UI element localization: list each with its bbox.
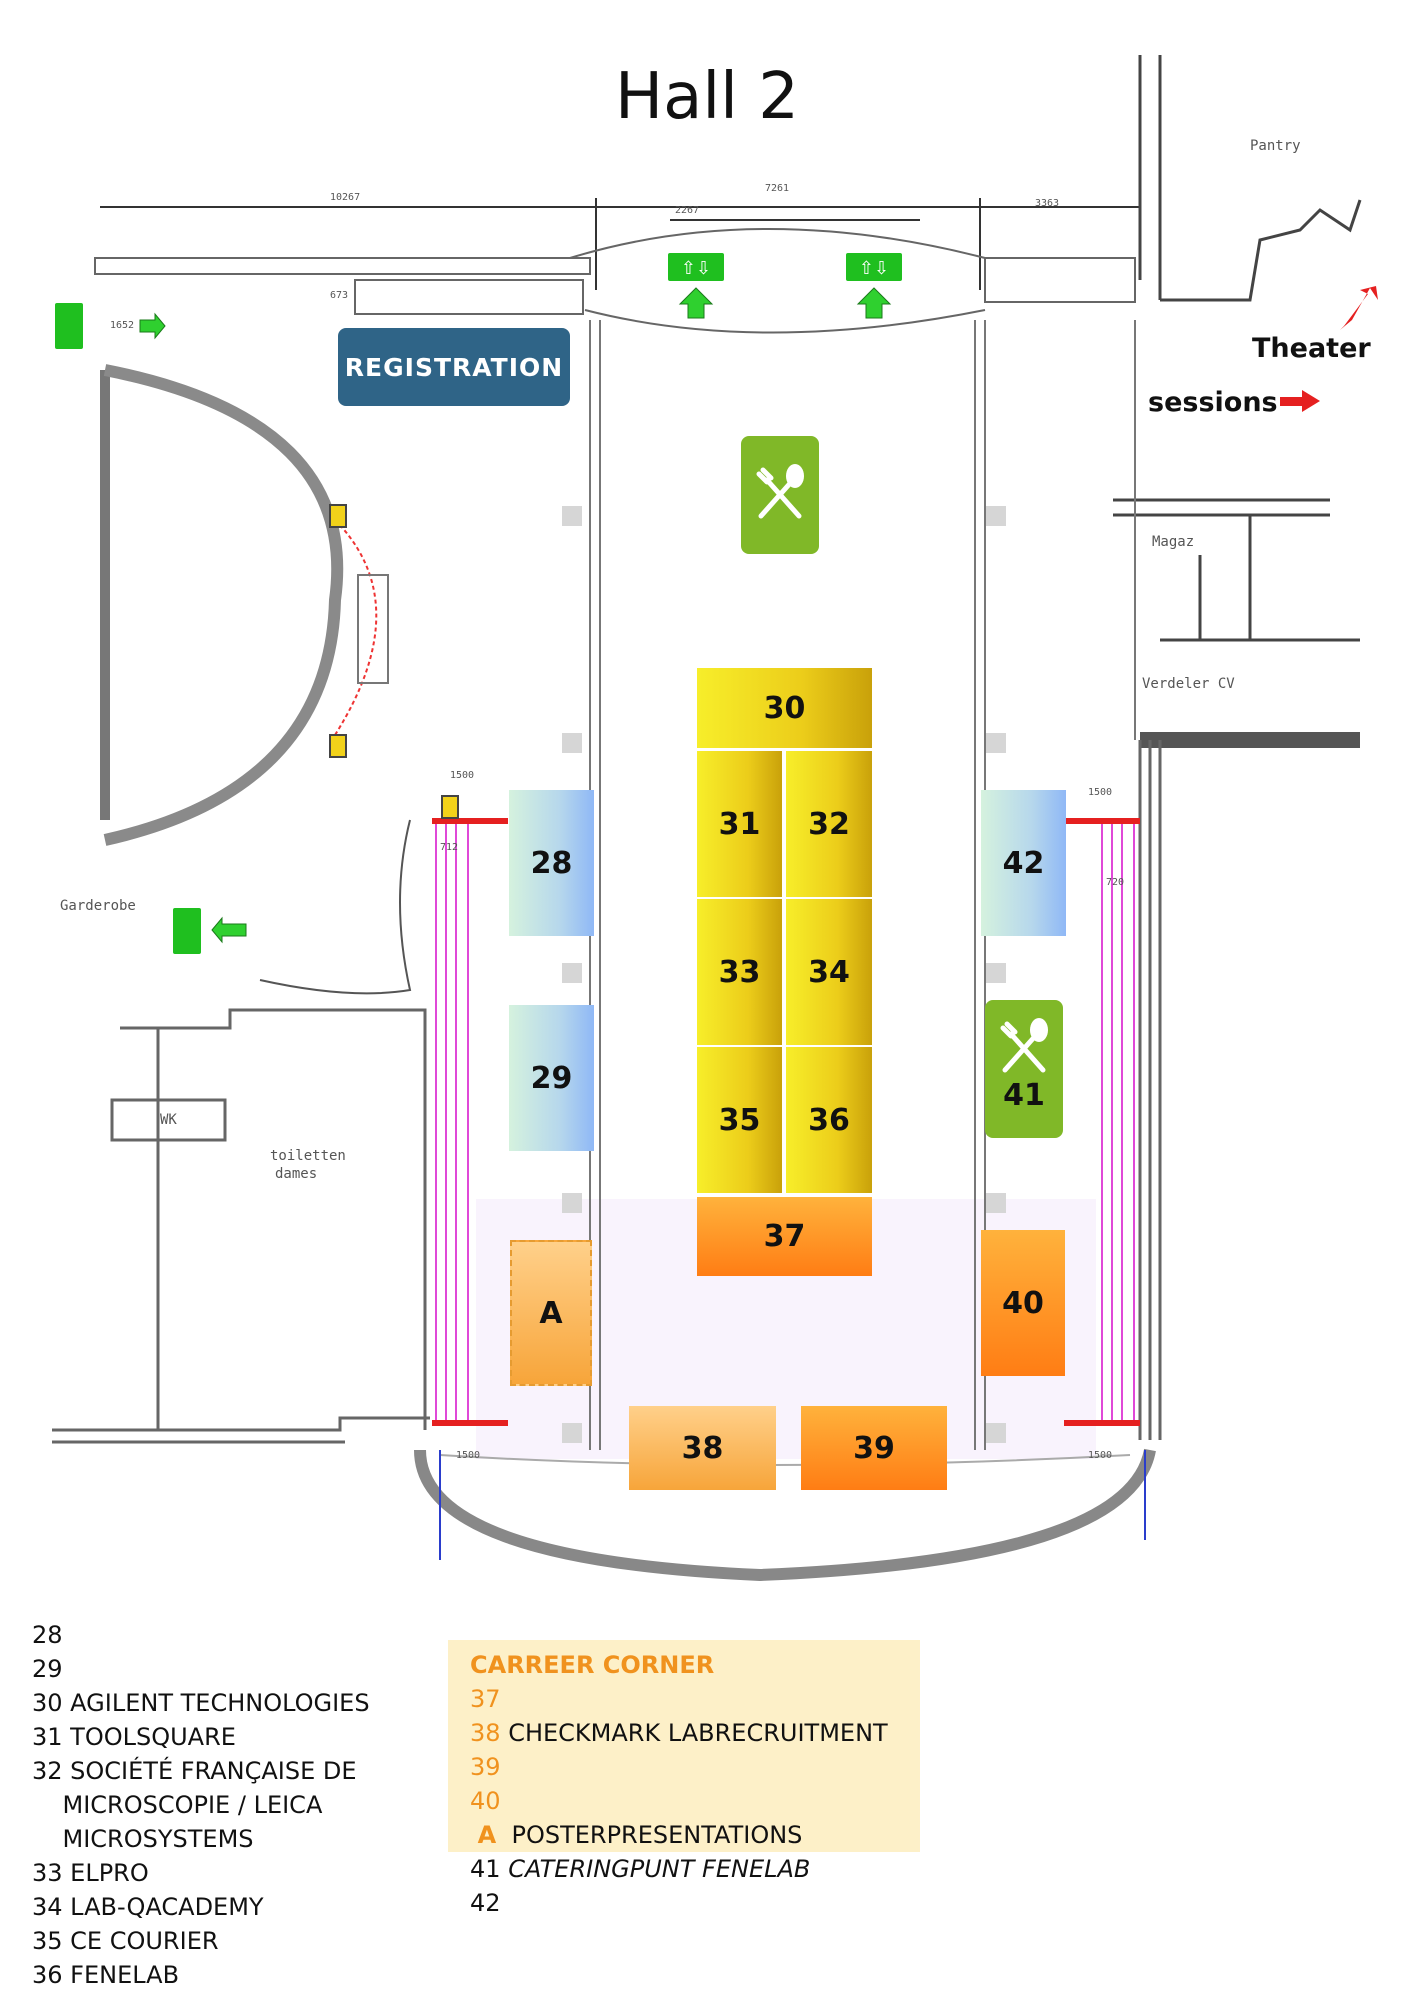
booth-29[interactable]: 29 xyxy=(509,1005,594,1151)
legend-num: 38 xyxy=(470,1719,501,1747)
exit-signs: ⇧⇩ ⇧⇩ xyxy=(55,253,902,954)
career-corner-box xyxy=(448,1640,920,1852)
wall-right xyxy=(1140,732,1360,748)
booth-31[interactable]: 31 xyxy=(697,751,782,897)
booth-32[interactable]: 32 xyxy=(786,751,872,897)
booth-40[interactable]: 40 xyxy=(981,1230,1065,1376)
catering-sign xyxy=(741,436,819,554)
legend-num: A xyxy=(477,1821,497,1849)
dim-left-side: 1652 xyxy=(110,320,135,331)
fork-spoon-icon xyxy=(1000,1018,1048,1073)
legend-item: 29 xyxy=(32,1655,63,1683)
page-title: Hall 2 xyxy=(615,60,799,134)
legend-item: 39 xyxy=(470,1750,888,1784)
legend-item: 37 xyxy=(470,1682,888,1716)
room-label-verdeler: Verdeler CV xyxy=(1142,676,1235,692)
dim-1500-a: 1500 xyxy=(450,770,475,781)
dim-1500-d: 1500 xyxy=(1088,1450,1113,1461)
legend-text: CATERINGPUNT FENELAB xyxy=(508,1855,811,1883)
svg-text:⇧⇩: ⇧⇩ xyxy=(859,258,889,279)
dim-top-inner: 2267 xyxy=(675,205,700,216)
dim-left-small: 673 xyxy=(330,290,349,301)
legend-num: 41 xyxy=(470,1855,501,1883)
booth-a[interactable]: A xyxy=(510,1240,592,1386)
booth-42[interactable]: 42 xyxy=(981,790,1066,936)
legend-item: 41 CATERINGPUNT FENELAB xyxy=(470,1852,888,1886)
legend-item: 40 xyxy=(470,1784,888,1818)
booth-41-label: 41 xyxy=(1003,1078,1045,1113)
room-label-pantry: Pantry xyxy=(1250,138,1301,154)
legend-item: 31 TOOLSQUARE xyxy=(32,1723,236,1751)
room-label-garderobe: Garderobe xyxy=(60,898,136,914)
legend-item: MICROSYSTEMS xyxy=(32,1825,254,1853)
booth-34[interactable]: 34 xyxy=(786,899,872,1045)
room-label-dames: dames xyxy=(275,1166,318,1182)
career-heading: CARREER CORNER xyxy=(470,1651,715,1679)
legend-item: 42 xyxy=(470,1886,888,1920)
dim-top-mid: 7261 xyxy=(765,183,790,194)
room-label-magazijn: Magaz xyxy=(1152,534,1195,550)
legend-item: 33 ELPRO xyxy=(32,1859,149,1887)
dim-712-b: 720 xyxy=(1106,877,1125,888)
booth-28[interactable]: 28 xyxy=(509,790,594,936)
legend-item: A POSTERPRESENTATIONS xyxy=(470,1818,888,1852)
legend-item: 30 AGILENT TECHNOLOGIES xyxy=(32,1689,370,1717)
theater-label-line2: sessions xyxy=(1148,387,1278,418)
legend-num: 40 xyxy=(470,1787,501,1815)
legend-num: 39 xyxy=(470,1753,501,1781)
legend-item: 38 CHECKMARK LABRECRUITMENT xyxy=(470,1716,888,1750)
legend-item: 32 SOCIÉTÉ FRANÇAISE DE xyxy=(32,1757,357,1785)
booth-39[interactable]: 39 xyxy=(801,1406,947,1490)
legend-num: 37 xyxy=(470,1685,501,1713)
booth-38[interactable]: 38 xyxy=(629,1406,776,1490)
booth-30[interactable]: 30 xyxy=(697,668,872,748)
room-label-wk: WK xyxy=(160,1112,177,1128)
career-corner-legend: CARREER CORNER 37 38 CHECKMARK LABRECRUI… xyxy=(470,1648,888,1920)
dim-712-a: 712 xyxy=(440,842,459,853)
booth-41[interactable]: 41 xyxy=(985,1000,1063,1138)
svg-text:⇧⇩: ⇧⇩ xyxy=(681,258,711,279)
booth-36[interactable]: 36 xyxy=(786,1047,872,1193)
legend-item: 34 LAB-QACADEMY xyxy=(32,1893,264,1921)
legend-text: POSTERPRESENTATIONS xyxy=(511,1821,803,1849)
legend-item: MICROSCOPIE / LEICA xyxy=(32,1791,323,1819)
booth-37[interactable]: 37 xyxy=(697,1197,872,1276)
legend-item: 35 CE COURIER xyxy=(32,1927,219,1955)
theater-label-line1: Theater xyxy=(1252,333,1371,364)
dim-top-right: 3363 xyxy=(1035,198,1060,209)
dim-top-left: 10267 xyxy=(330,192,361,203)
legend-text: CHECKMARK LABRECRUITMENT xyxy=(508,1719,888,1747)
booth-35[interactable]: 35 xyxy=(697,1047,782,1193)
fork-spoon-icon xyxy=(756,464,804,519)
registration-desk: REGISTRATION xyxy=(338,328,570,406)
legend-num: 42 xyxy=(470,1889,501,1917)
dim-1500-b: 1500 xyxy=(1088,787,1113,798)
room-label-toiletten: toiletten xyxy=(270,1148,346,1164)
legend-item: 28 xyxy=(32,1621,63,1649)
legend-left: 28 29 30 AGILENT TECHNOLOGIES 31 TOOLSQU… xyxy=(32,1618,370,1992)
dim-1500-c: 1500 xyxy=(456,1450,481,1461)
booth-33[interactable]: 33 xyxy=(697,899,782,1045)
legend-item: 36 FENELAB xyxy=(32,1961,180,1989)
